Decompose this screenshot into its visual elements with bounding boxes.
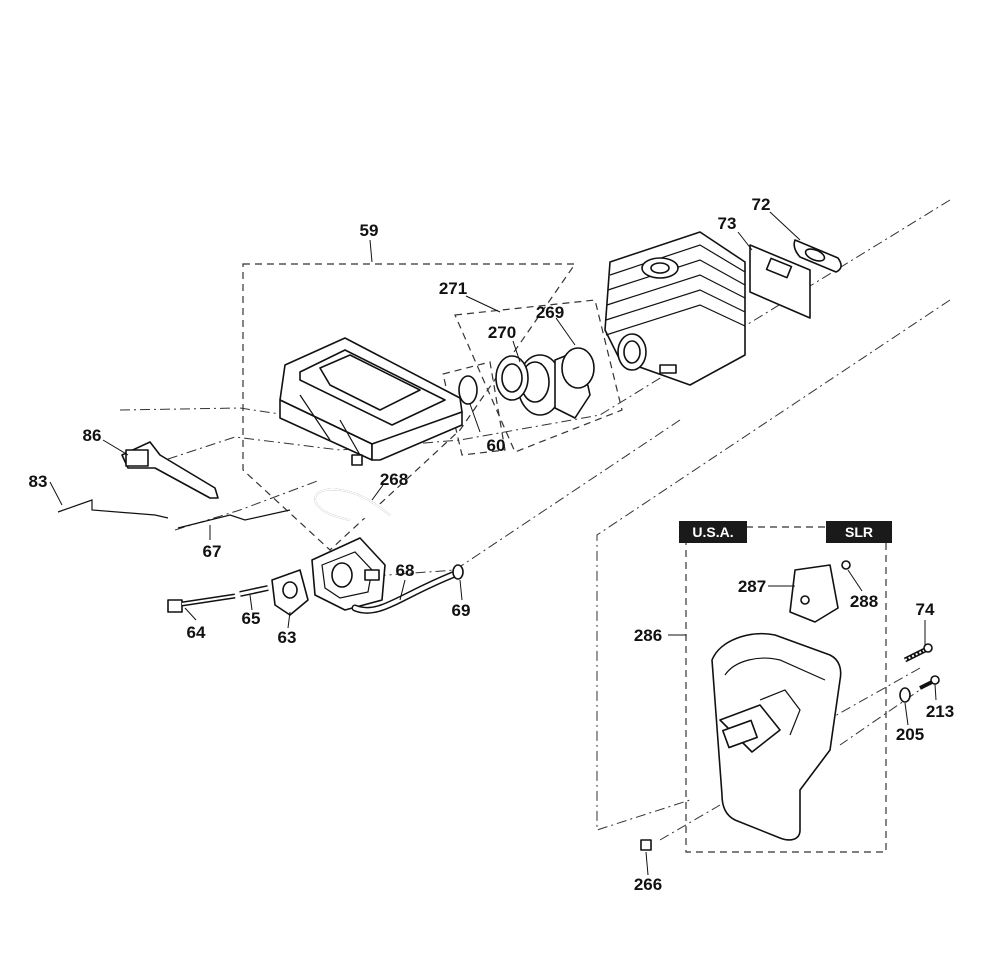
gasket-73: [749, 244, 811, 319]
group-box-271: [454, 299, 623, 453]
usa-badge: U.S.A.: [679, 521, 747, 543]
intake-housing: [279, 337, 463, 466]
usa-badge-label: U.S.A.: [692, 524, 733, 540]
bolt-64: [167, 593, 236, 613]
rod-83: [57, 499, 169, 519]
label-287: 287: [738, 577, 766, 596]
label-73: 73: [718, 214, 737, 233]
screw-288: [841, 560, 851, 570]
label-68: 68: [396, 561, 415, 580]
cylinder: [604, 231, 746, 386]
axis-muffler: [596, 299, 951, 831]
hose-268: [314, 488, 391, 521]
axis-86: [119, 407, 321, 421]
axis-213: [839, 682, 931, 746]
nipple-69: [452, 564, 464, 580]
slr-badge: SLR: [826, 521, 892, 543]
axis-main: [164, 199, 951, 461]
muffler: [711, 633, 842, 841]
washer-205: [899, 687, 911, 703]
nut-266: [640, 839, 652, 851]
label-271: 271: [439, 279, 467, 298]
label-59: 59: [360, 221, 379, 240]
axis-266: [659, 804, 721, 841]
label-286: 286: [634, 626, 662, 645]
carburetor: [311, 537, 386, 611]
slr-badge-label: SLR: [845, 524, 873, 540]
label-64: 64: [187, 623, 206, 642]
screw-213: [919, 675, 940, 690]
label-205: 205: [896, 725, 924, 744]
ring-60: [458, 375, 478, 405]
rod-67: [177, 509, 291, 529]
label-72: 72: [752, 195, 771, 214]
label-83: 83: [29, 472, 48, 491]
label-65: 65: [242, 609, 261, 628]
label-213: 213: [926, 702, 954, 721]
label-74: 74: [916, 600, 935, 619]
label-63: 63: [278, 628, 297, 647]
label-268: 268: [380, 470, 408, 489]
label-266: 266: [634, 875, 662, 894]
group-box-59: [242, 263, 577, 551]
label-270: 270: [488, 323, 516, 342]
leader-lines: [49, 211, 937, 876]
label-67: 67: [203, 542, 222, 561]
throttle-lever: [121, 441, 219, 499]
group-box-286: [685, 526, 887, 853]
label-60: 60: [487, 436, 506, 455]
label-288: 288: [850, 592, 878, 611]
label-269: 269: [536, 303, 564, 322]
label-69: 69: [452, 601, 471, 620]
label-86: 86: [83, 426, 102, 445]
intake-flange: [495, 347, 595, 419]
screw-74: [903, 643, 933, 663]
deflector-287: [789, 564, 839, 623]
